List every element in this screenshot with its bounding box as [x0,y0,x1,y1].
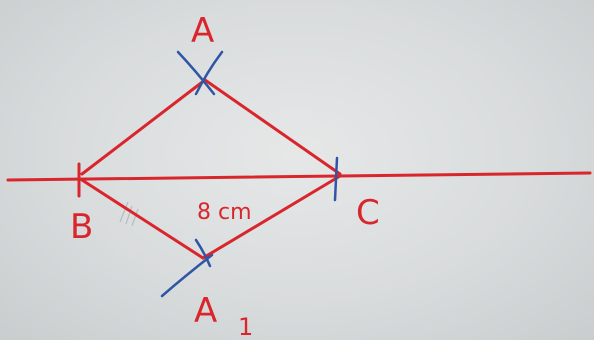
segment-AC [203,78,342,176]
segment-A1B [80,178,205,260]
label-B: B [70,207,93,247]
baseline [6,171,592,182]
label-A1-subscript: 1 [238,313,253,340]
arc-mark-A1-right [194,238,212,268]
arc-mark-A1-left [160,253,214,298]
board-smudge [119,201,139,227]
label-C: C [356,193,380,233]
segment-AB [80,78,207,176]
segment-A1C [201,174,342,260]
arc-mark-A-right [194,50,224,96]
tick-C [333,156,339,202]
length-label: 8 cm [197,200,252,225]
label-A1: A [194,291,217,331]
label-A: A [191,11,214,51]
arc-mark-A-left [176,50,216,96]
